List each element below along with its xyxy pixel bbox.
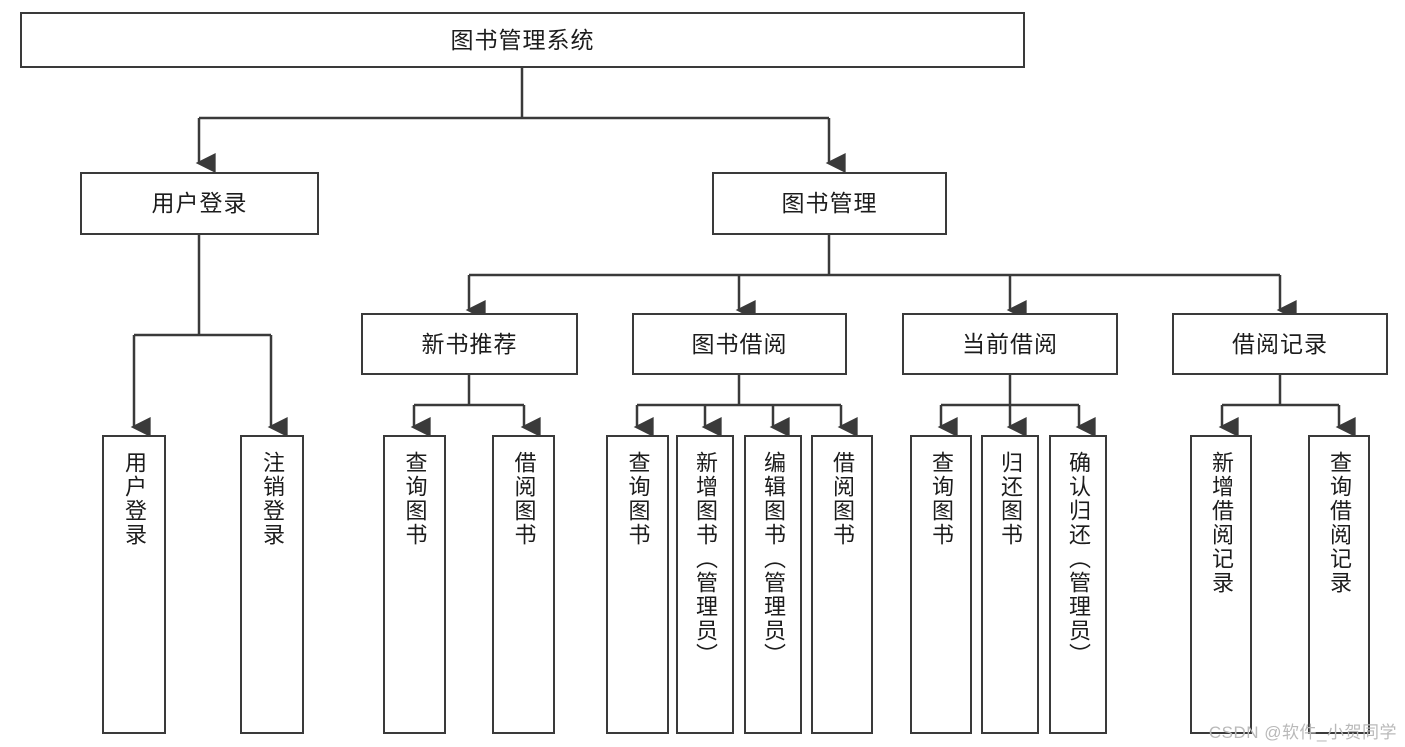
leaf-add-record-label: 新增借阅记录	[1209, 451, 1234, 595]
node-book-manage-label: 图书管理	[781, 190, 878, 217]
leaf-user-login-label: 用户登录	[122, 451, 147, 547]
leaf-borrow-book-1[interactable]: 借阅图书	[492, 435, 555, 734]
leaf-user-logout[interactable]: 注销登录	[240, 435, 304, 734]
leaf-query-book-1[interactable]: 查询图书	[383, 435, 446, 734]
node-book-manage[interactable]: 图书管理	[712, 172, 947, 235]
leaf-add-book[interactable]: 新增图书（管理员）	[676, 435, 734, 734]
leaf-borrow-book-1-label: 借阅图书	[511, 451, 537, 547]
node-root-label: 图书管理系统	[450, 26, 595, 53]
node-book-borrow[interactable]: 图书借阅	[632, 313, 847, 375]
node-current-borrow-label: 当前借阅	[962, 330, 1058, 357]
node-user-login-label: 用户登录	[151, 190, 248, 217]
node-new-book-recommend-label: 新书推荐	[421, 330, 518, 357]
node-book-borrow-label: 图书借阅	[691, 330, 788, 357]
leaf-confirm-return-label: 确认归还（管理员）	[1066, 451, 1091, 667]
leaf-query-book-1-label: 查询图书	[402, 451, 428, 547]
leaf-user-logout-label: 注销登录	[260, 451, 285, 547]
leaf-add-book-label: 新增图书（管理员）	[693, 451, 718, 667]
node-borrow-record[interactable]: 借阅记录	[1172, 313, 1388, 375]
leaf-borrow-book-2[interactable]: 借阅图书	[811, 435, 873, 734]
csdn-watermark: CSDN @软件_小贺同学	[1208, 723, 1397, 742]
leaf-query-book-2-label: 查询图书	[625, 451, 651, 547]
node-root[interactable]: 图书管理系统	[20, 12, 1025, 68]
leaf-query-book-2[interactable]: 查询图书	[606, 435, 669, 734]
leaf-edit-book[interactable]: 编辑图书（管理员）	[744, 435, 802, 734]
node-new-book-recommend[interactable]: 新书推荐	[361, 313, 578, 375]
leaf-query-record[interactable]: 查询借阅记录	[1308, 435, 1370, 734]
leaf-query-book-3[interactable]: 查询图书	[910, 435, 972, 734]
node-borrow-record-label: 借阅记录	[1232, 330, 1328, 357]
node-user-login[interactable]: 用户登录	[80, 172, 319, 235]
node-current-borrow[interactable]: 当前借阅	[902, 313, 1118, 375]
leaf-query-record-label: 查询借阅记录	[1327, 451, 1352, 595]
leaf-return-book[interactable]: 归还图书	[981, 435, 1039, 734]
leaf-user-login[interactable]: 用户登录	[102, 435, 166, 734]
leaf-borrow-book-2-label: 借阅图书	[830, 451, 855, 547]
leaf-return-book-label: 归还图书	[998, 451, 1023, 547]
leaf-query-book-3-label: 查询图书	[929, 451, 954, 547]
leaf-confirm-return[interactable]: 确认归还（管理员）	[1049, 435, 1107, 734]
leaf-edit-book-label: 编辑图书（管理员）	[761, 451, 786, 667]
leaf-add-record[interactable]: 新增借阅记录	[1190, 435, 1252, 734]
